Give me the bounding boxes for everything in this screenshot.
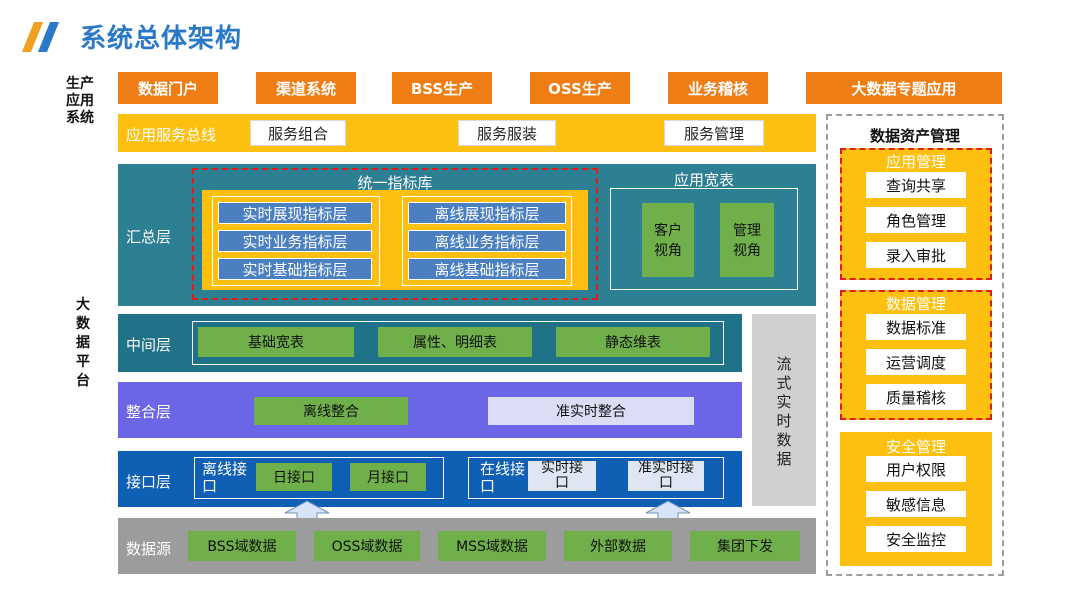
entry-approval-button[interactable]: 录入审批 [866,242,966,268]
daily-interface-box[interactable]: 日接口 [256,463,332,491]
realtime-index-frame [212,196,380,286]
user-permission-button[interactable]: 用户权限 [866,456,966,482]
service-combine-box[interactable]: 服务组合 [250,120,346,146]
bigdata-platform-label: 大 数 据 平 台 [76,297,90,389]
role-management-button[interactable]: 角色管理 [866,207,966,233]
realtime-base-index[interactable]: 实时基础指标层 [218,258,372,280]
data-source-label: 数据源 [126,540,172,558]
interface-layer-label: 接口层 [126,473,172,491]
quality-audit-button[interactable]: 质量稽核 [866,384,966,410]
top-app-data-portal[interactable]: 数据门户 [118,72,218,104]
query-share-button[interactable]: 查询共享 [866,172,966,198]
data-management-frame [840,290,992,420]
attribute-detail-table-box[interactable]: 属性、明细表 [378,327,532,357]
unified-index-title: 统一指标库 [357,174,433,192]
operation-scheduling-button[interactable]: 运营调度 [866,349,966,375]
asset-management-title: 数据资产管理 [869,127,960,145]
group-issued-data-box[interactable]: 集团下发 [690,531,800,561]
middle-layer-frame [192,321,724,365]
integration-layer-label: 整合层 [126,403,172,421]
realtime-business-index[interactable]: 实时业务指标层 [218,230,372,252]
service-bus-label: 应用服务总线 [126,126,217,144]
summary-layer-label: 汇总层 [126,228,172,246]
offline-display-index[interactable]: 离线展现指标层 [408,202,566,224]
realtime-display-index[interactable]: 实时展现指标层 [218,202,372,224]
management-view-box[interactable]: 管理 视角 [720,203,774,277]
production-systems-label: 生产 应用 系统 [66,76,94,126]
bss-domain-data-box[interactable]: BSS域数据 [188,531,296,561]
data-standard-button[interactable]: 数据标准 [866,314,966,340]
offline-business-index[interactable]: 离线业务指标层 [408,230,566,252]
asset-management-panel [826,114,1004,576]
top-app-channel-system[interactable]: 渠道系统 [256,72,356,104]
monthly-interface-box[interactable]: 月接口 [350,463,426,491]
stream-realtime-data-label: 流 式 实 时 数 据 [776,355,792,468]
online-interface-frame [468,457,724,499]
page-title: 系统总体架构 [80,24,243,54]
top-app-bss[interactable]: BSS生产 [392,72,492,104]
basic-wide-table-box[interactable]: 基础宽表 [198,327,354,357]
static-dimension-table-box[interactable]: 静态维表 [556,327,710,357]
customer-view-box[interactable]: 客户 视角 [642,203,694,277]
offline-integration-box[interactable]: 离线整合 [254,397,408,425]
sensitive-info-button[interactable]: 敏感信息 [866,491,966,517]
app-management-frame [840,148,992,280]
stream-realtime-data [752,314,816,506]
middle-layer-label: 中间层 [126,336,172,354]
offline-interface-frame [194,457,444,499]
offline-interface-title: 离线接 口 [202,460,248,495]
mss-domain-data-box[interactable]: MSS域数据 [438,531,546,561]
oss-domain-data-box[interactable]: OSS域数据 [314,531,420,561]
offline-base-index[interactable]: 离线基础指标层 [408,258,566,280]
near-realtime-integration-box[interactable]: 准实时整合 [488,397,694,425]
online-interface-title: 在线接 口 [480,460,526,495]
wide-table-title: 应用宽表 [673,171,734,189]
service-manage-box[interactable]: 服务管理 [664,120,764,146]
near-realtime-interface-box[interactable]: 准实时接 口 [628,461,704,491]
unified-index-frame [192,168,598,300]
security-monitor-button[interactable]: 安全监控 [866,526,966,552]
data-management-title: 数据管理 [885,295,946,313]
top-app-business-audit[interactable]: 业务稽核 [668,72,768,104]
service-dress-box[interactable]: 服务服装 [458,120,556,146]
wide-table-frame [610,188,798,290]
realtime-interface-box[interactable]: 实时接 口 [528,461,596,491]
security-management-title: 安全管理 [885,438,946,456]
app-management-title: 应用管理 [885,153,946,171]
top-app-bigdata-topics[interactable]: 大数据专题应用 [806,72,1002,104]
offline-index-frame [402,196,572,286]
external-data-box[interactable]: 外部数据 [564,531,672,561]
top-app-oss[interactable]: OSS生产 [530,72,630,104]
